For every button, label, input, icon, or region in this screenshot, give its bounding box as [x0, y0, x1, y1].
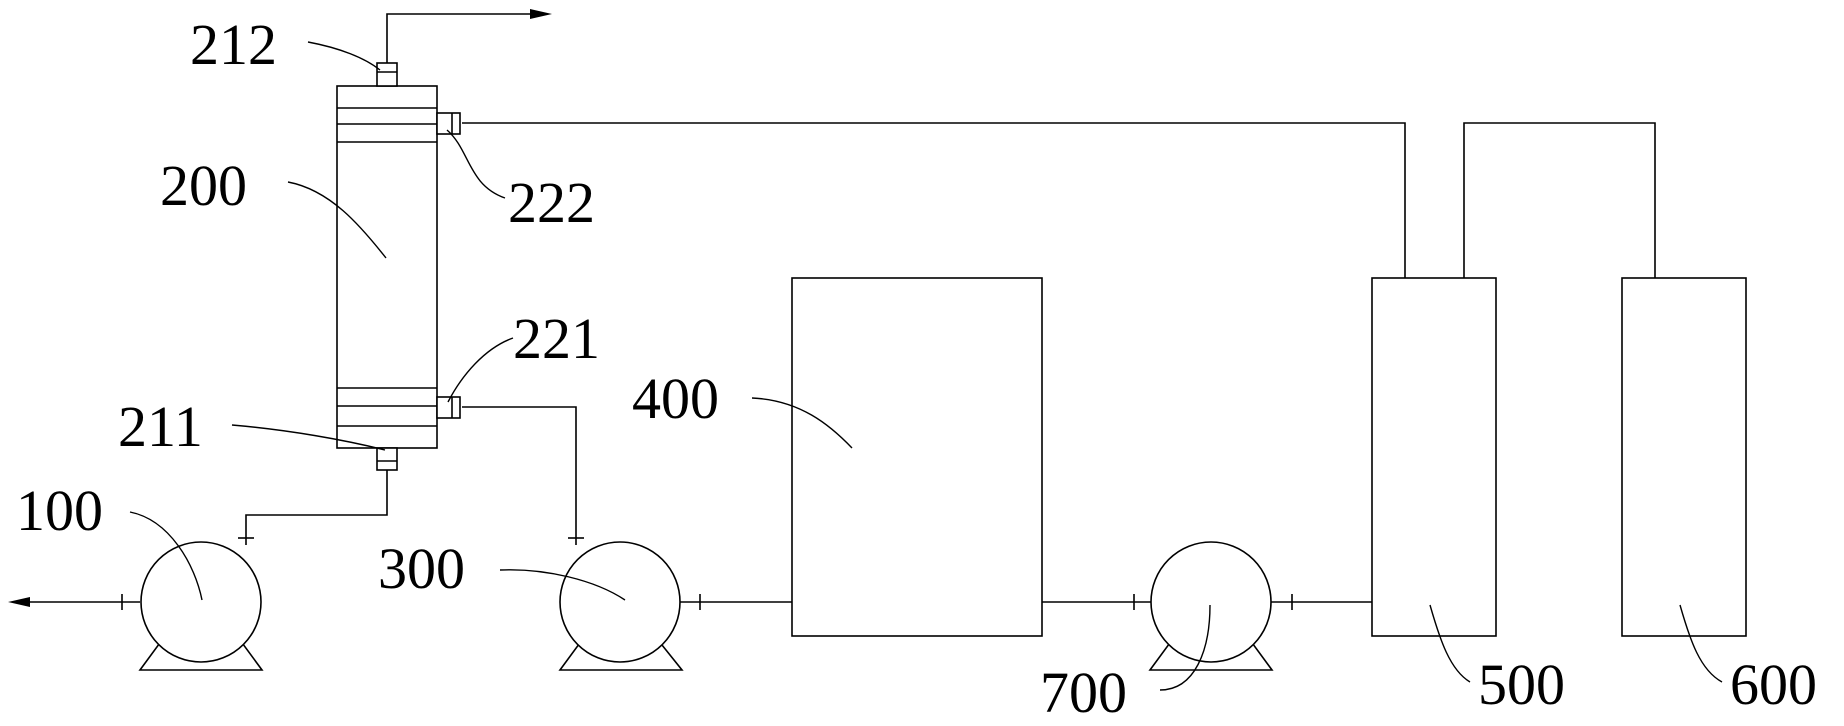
- port-222: [436, 112, 461, 135]
- label-700: 700: [1040, 660, 1127, 725]
- pump-700-body: [1150, 541, 1272, 663]
- pipe-211-to-100: [245, 470, 388, 545]
- leader-222: [446, 129, 506, 199]
- label-600: 600: [1730, 652, 1817, 717]
- label-200: 200: [160, 153, 247, 218]
- leader-lines: [129, 41, 1723, 691]
- pump-100: [138, 541, 264, 671]
- pump-100-body: [140, 541, 262, 663]
- leader-221: [447, 337, 514, 403]
- leader-211: [231, 424, 386, 451]
- pipe-500-to-600: [1463, 122, 1656, 278]
- labels: 212 200 222 221 211 100 300 400 700 500 …: [16, 12, 1817, 725]
- pipe-flange-ticks: [121, 537, 1293, 610]
- column-bottom-bands: [337, 387, 437, 427]
- top-outlet-arrow: [530, 9, 552, 19]
- leader-100: [129, 511, 203, 601]
- tank-600: [1621, 277, 1747, 637]
- pipe-221-to-300: [462, 406, 577, 545]
- leader-300: [499, 569, 626, 601]
- column-top-bands: [337, 107, 437, 143]
- column-200: [336, 62, 461, 471]
- nozzle-212: [376, 62, 398, 87]
- label-212: 212: [190, 12, 277, 77]
- pump-700: [1148, 541, 1274, 671]
- piping: [8, 9, 1656, 610]
- column-body: [336, 85, 438, 449]
- label-211: 211: [118, 394, 203, 459]
- tank-500: [1371, 277, 1497, 637]
- leader-600: [1679, 604, 1723, 683]
- pump-300-body: [559, 541, 681, 663]
- leader-212: [307, 41, 381, 71]
- port-221: [436, 396, 461, 419]
- label-222: 222: [508, 170, 595, 235]
- pump-300: [558, 541, 684, 671]
- label-500: 500: [1478, 652, 1565, 717]
- leader-700: [1159, 604, 1211, 691]
- label-400: 400: [632, 366, 719, 431]
- top-outlet-pipe: [386, 13, 530, 63]
- inlet-arrow: [8, 597, 30, 607]
- label-300: 300: [378, 536, 465, 601]
- leader-500: [1429, 604, 1471, 683]
- nozzle-211: [376, 447, 398, 471]
- leader-200: [287, 181, 387, 259]
- label-221: 221: [513, 306, 600, 371]
- leader-400: [751, 397, 853, 449]
- label-100: 100: [16, 478, 103, 543]
- tank-400: [791, 277, 1043, 637]
- pipe-222-to-500: [462, 122, 1406, 278]
